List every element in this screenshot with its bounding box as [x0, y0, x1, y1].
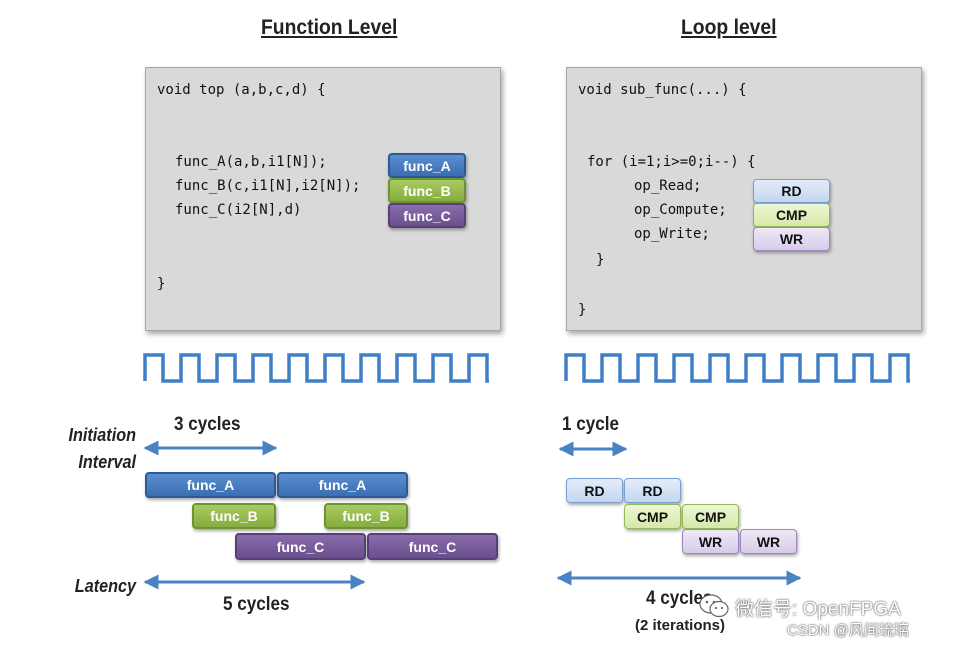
loop-latency-subtext: (2 iterations) — [635, 617, 726, 634]
code-line: func_A(a,b,i1[N]); — [175, 154, 327, 170]
timeline-func-c-2: func_C — [367, 533, 498, 560]
wechat-icon — [698, 592, 730, 620]
legend-wr: WR — [753, 227, 830, 251]
code-line: for (i=1;i>=0;i--) { — [587, 154, 756, 170]
timeline-wr-1: WR — [682, 529, 739, 554]
timeline-func-c-1: func_C — [235, 533, 366, 560]
loop-interval-text: 1 cycle — [562, 414, 620, 435]
clock-waveform-function — [143, 353, 489, 383]
timeline-func-b-1: func_B — [192, 503, 276, 529]
latency-label: Latency — [74, 576, 136, 596]
code-line: op_Read; — [634, 178, 702, 194]
legend-func-b: func_B — [388, 178, 466, 203]
loop-latency-text: 4 cycles — [646, 588, 713, 609]
code-line: op_Compute; — [634, 202, 727, 218]
legend-cmp: CMP — [753, 203, 830, 227]
clock-waveform-loop — [564, 353, 910, 383]
loop-level-heading: Loop level — [681, 16, 777, 39]
legend-func-c: func_C — [388, 203, 466, 228]
function-code-panel: void top (a,b,c,d) { func_A(a,b,i1[N]); … — [145, 67, 501, 331]
timeline-func-a-1: func_A — [145, 472, 276, 498]
legend-func-a: func_A — [388, 153, 466, 178]
timeline-wr-2: WR — [740, 529, 797, 554]
timeline-cmp-2: CMP — [682, 504, 739, 529]
function-latency-text: 5 cycles — [223, 594, 290, 615]
timeline-cmp-1: CMP — [624, 504, 681, 529]
legend-rd: RD — [753, 179, 830, 203]
code-line: func_C(i2[N],d) — [175, 202, 302, 218]
code-line: op_Write; — [634, 226, 710, 242]
timeline-func-b-2: func_B — [324, 503, 408, 529]
timeline-func-a-2: func_A — [277, 472, 408, 498]
interval-label: Interval — [78, 452, 136, 472]
code-line: func_B(c,i1[N],i2[N]); — [175, 178, 361, 194]
code-line: void sub_func(...) { — [578, 82, 747, 98]
watermark-csdn: CSDN @风间琉璃 — [787, 622, 909, 639]
code-line: void top (a,b,c,d) { — [157, 82, 326, 98]
code-line: } — [157, 276, 166, 292]
code-line: } — [596, 252, 605, 268]
code-line: } — [578, 302, 587, 318]
function-level-heading: Function Level — [261, 16, 398, 39]
loop-code-panel: void sub_func(...) { for (i=1;i>=0;i--) … — [566, 67, 922, 331]
timeline-rd-2: RD — [624, 478, 681, 503]
function-interval-text: 3 cycles — [174, 414, 241, 435]
initiation-label: Initiation — [68, 425, 137, 445]
watermark-wechat: 微信号: OpenFPGA — [735, 599, 901, 620]
timeline-rd-1: RD — [566, 478, 623, 503]
